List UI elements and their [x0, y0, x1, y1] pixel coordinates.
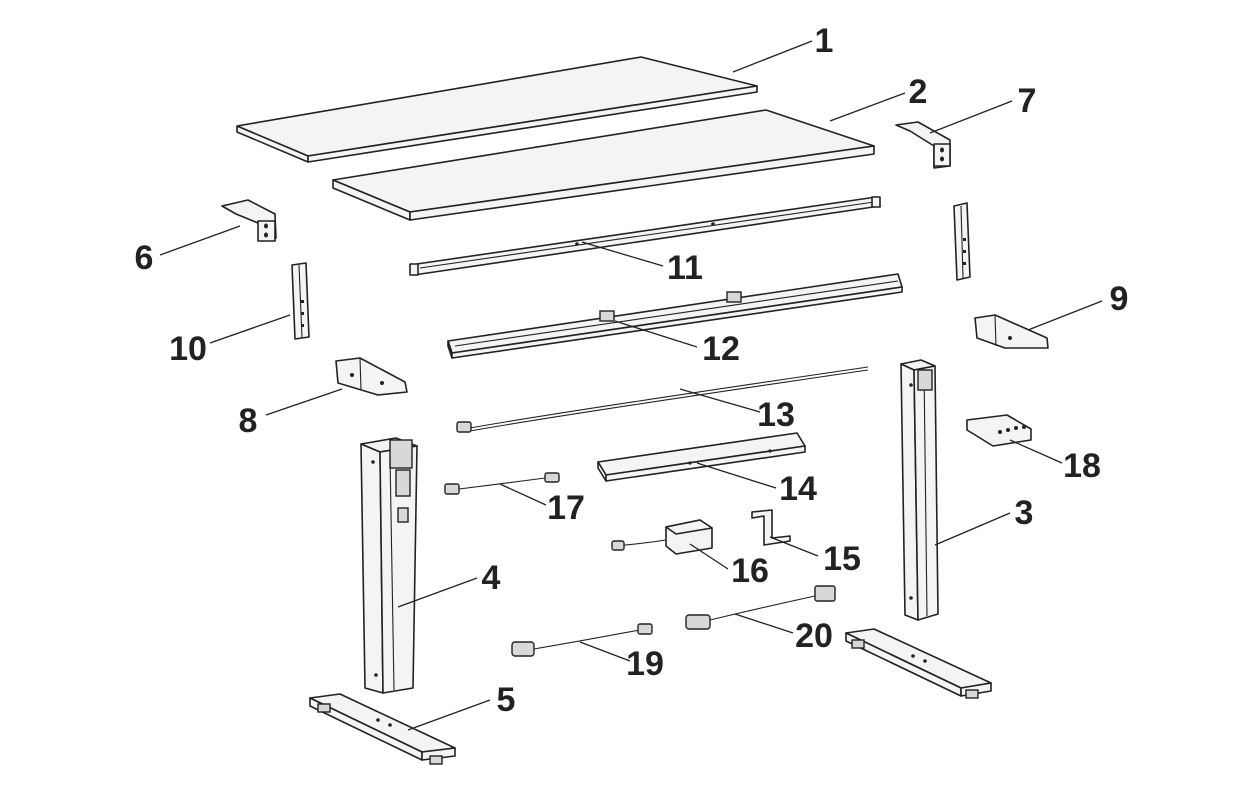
label-17: 17: [547, 489, 585, 527]
label-8: 8: [239, 402, 258, 440]
part-13-cable: [456, 366, 869, 433]
label-4: 4: [482, 559, 501, 597]
label-1: 1: [815, 22, 834, 60]
label-19: 19: [626, 645, 664, 683]
part-10-mounting-plate: [291, 262, 310, 340]
label-15: 15: [823, 540, 861, 578]
part-16-power-supply: [611, 519, 713, 555]
leader-lines: [159, 40, 1103, 731]
label-13: 13: [757, 396, 795, 434]
part-17-cable: [444, 472, 560, 495]
part-5-foot: [309, 693, 456, 765]
right-foot: [845, 628, 992, 699]
part-12-beam: [447, 273, 903, 359]
label-18: 18: [1063, 447, 1101, 485]
label-20: 20: [795, 617, 833, 655]
label-12: 12: [702, 330, 740, 368]
label-11: 11: [667, 249, 703, 287]
mounting-plate-right: [953, 202, 971, 281]
label-2: 2: [909, 73, 928, 111]
part-3-leg-column: [900, 359, 939, 621]
part-19-cable: [511, 623, 653, 657]
part-14-cable-tray: [597, 432, 806, 482]
part-20-power-cable: [685, 585, 836, 630]
part-7-bracket: [895, 121, 951, 169]
part-number-labels: 1 2 3 4 5 6 7 8 9 10 11 12 13 14 15 16 1…: [135, 22, 1129, 719]
part-8-bracket: [335, 357, 408, 396]
label-7: 7: [1018, 82, 1037, 120]
label-9: 9: [1110, 280, 1129, 318]
part-18-controller: [966, 414, 1032, 447]
label-6: 6: [135, 239, 154, 277]
part-2-top-panel: [332, 109, 875, 221]
part-4-leg-column-with-motor: [360, 437, 418, 694]
part-9-bracket: [974, 314, 1049, 349]
label-5: 5: [497, 681, 516, 719]
label-14: 14: [779, 470, 817, 508]
part-1-top-panel: [236, 56, 758, 163]
part-15-clip: [751, 509, 791, 546]
part-6-bracket: [221, 199, 277, 242]
label-16: 16: [731, 552, 769, 590]
label-3: 3: [1015, 494, 1034, 532]
part-11-rail: [409, 196, 881, 276]
label-10: 10: [169, 330, 207, 368]
